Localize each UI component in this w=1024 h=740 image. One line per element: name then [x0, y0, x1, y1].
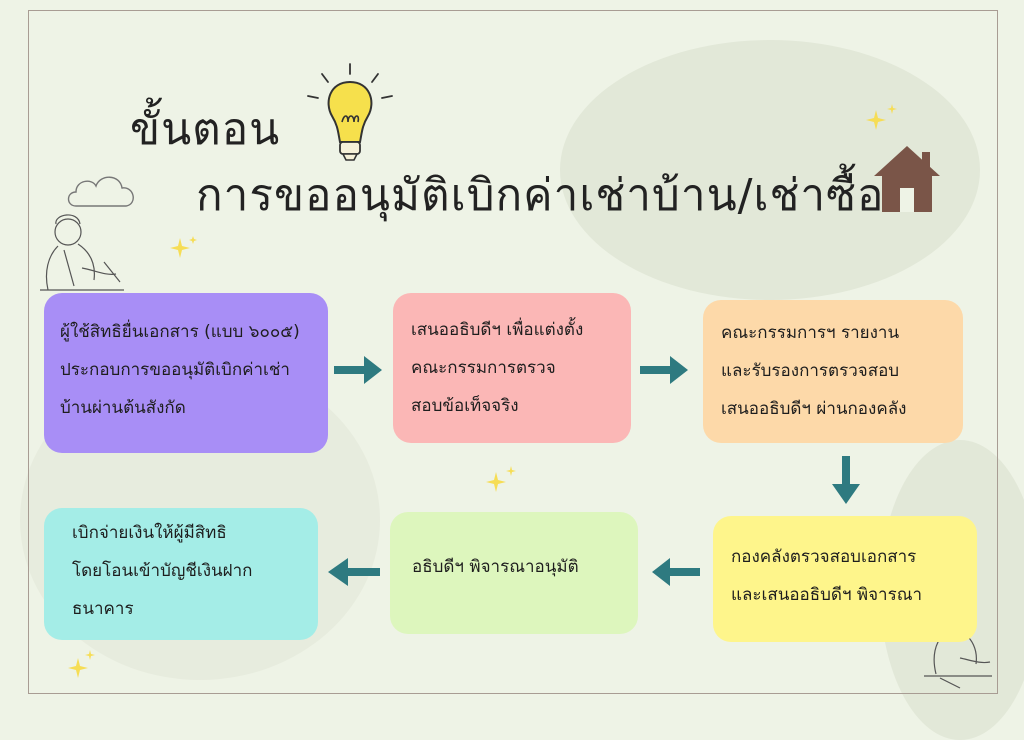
step-text: ผู้ใช้สิทธิยื่นเอกสาร (แบบ ๖๐๐๕)	[60, 322, 300, 342]
house-icon	[874, 146, 940, 212]
sparkle-icon	[486, 466, 516, 492]
step-4-box: กองคลังตรวจสอบเอกสาร และเสนออธิบดีฯ พิจา…	[713, 516, 977, 642]
arrow-right-icon	[334, 356, 382, 384]
step-text: และรับรองการตรวจสอบ	[721, 361, 900, 381]
step-2-box: เสนออธิบดีฯ เพื่อแต่งตั้ง คณะกรรมการตรวจ…	[393, 293, 631, 443]
step-6-box: เบิกจ่ายเงินให้ผู้มีสิทธิ โดยโอนเข้าบัญช…	[44, 508, 318, 640]
sparkle-icon	[866, 104, 897, 130]
page-frame	[28, 10, 998, 694]
sparkle-icon	[68, 650, 95, 678]
title-line-2: การขออนุมัติเบิกค่าเช่าบ้าน/เช่าซื้อ	[196, 170, 885, 221]
step-text: สอบข้อเท็จจริง	[411, 396, 519, 416]
arrow-right-icon	[640, 356, 688, 384]
step-text: เบิกจ่ายเงินให้ผู้มีสิทธิ	[72, 523, 227, 543]
light-bulb-icon	[307, 63, 393, 161]
title-line-1: ขั้นตอน	[130, 104, 281, 155]
step-text: โดยโอนเข้าบัญชีเงินฝาก	[72, 561, 253, 581]
step-5-box: อธิบดีฯ พิจารณาอนุมัติ	[390, 512, 638, 634]
step-text: เสนออธิบดีฯ เพื่อแต่งตั้ง	[411, 320, 584, 340]
person-writing-icon	[40, 214, 124, 291]
arrow-down-icon	[832, 456, 860, 504]
cloud-icon	[67, 176, 134, 207]
step-3-box: คณะกรรมการฯ รายงาน และรับรองการตรวจสอบ เ…	[703, 300, 963, 443]
step-text: ประกอบการขออนุมัติเบิกค่าเช่า	[60, 360, 290, 380]
step-text: คณะกรรมการฯ รายงาน	[721, 323, 900, 343]
step-text: เสนออธิบดีฯ ผ่านกองคลัง	[721, 399, 907, 419]
step-text: และเสนออธิบดีฯ พิจารณา	[731, 585, 923, 605]
step-text: อธิบดีฯ พิจารณาอนุมัติ	[412, 557, 579, 577]
arrow-left-icon	[652, 558, 700, 586]
step-text: กองคลังตรวจสอบเอกสาร	[731, 547, 917, 567]
step-text: ธนาคาร	[72, 599, 134, 619]
arrow-left-icon	[328, 558, 380, 586]
sparkle-icon	[170, 236, 197, 258]
step-1-box: ผู้ใช้สิทธิยื่นเอกสาร (แบบ ๖๐๐๕) ประกอบก…	[44, 293, 328, 453]
step-text: คณะกรรมการตรวจ	[411, 358, 556, 378]
step-text: บ้านผ่านต้นสังกัด	[60, 398, 186, 418]
